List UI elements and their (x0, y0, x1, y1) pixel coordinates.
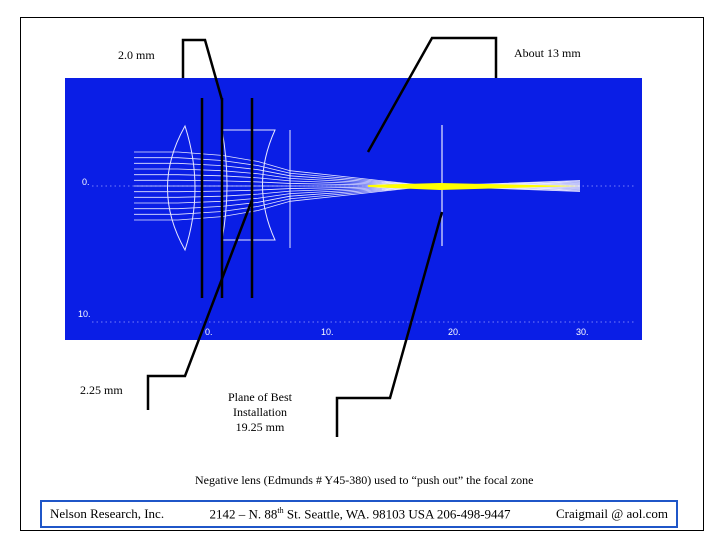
address-suffix: th (277, 505, 284, 515)
address: 2142 – N. 88th St. Seattle, WA. 98103 US… (210, 506, 511, 522)
x-tick-label: 10. (321, 327, 334, 337)
slide-frame (20, 17, 704, 531)
caption: Negative lens (Edmunds # Y45-380) used t… (195, 473, 534, 487)
leader-line-plane (335, 211, 444, 437)
address-street: 2142 – N. 88 (209, 506, 278, 522)
email: Craigmail @ aol.com (556, 506, 668, 521)
dimension-label-13mm: About 13 mm (514, 46, 581, 60)
x-tick-label: 30. (576, 327, 589, 337)
x-tick-label: 20. (448, 327, 461, 337)
negative-lens (221, 129, 276, 241)
address-rest: St. Seattle, WA. 98103 USA 206-498-9447 (283, 506, 511, 522)
footer-bar: Nelson Research, Inc. 2142 – N. 88th St.… (40, 500, 678, 528)
leader-line-13mm (366, 36, 498, 153)
x-tick-label: 0. (205, 327, 213, 337)
focal-highlight (368, 183, 580, 190)
plane-label: Plane of Best Installation 19.25 mm (212, 390, 308, 435)
dimension-label-2mm: 2.0 mm (118, 48, 155, 62)
company-name: Nelson Research, Inc. (50, 506, 165, 521)
y-tick-label: 0. (82, 177, 90, 187)
plane-label-line3: 19.25 mm (235, 420, 285, 434)
plane-label-line2: Installation (233, 405, 287, 419)
dimension-label-225mm: 2.25 mm (80, 383, 123, 397)
y-tick-label: 10. (78, 309, 91, 319)
leader-line-2mm (181, 38, 224, 101)
leader-line-225mm (146, 199, 254, 410)
plane-label-line1: Plane of Best (228, 390, 292, 404)
focal-zone (368, 183, 580, 190)
